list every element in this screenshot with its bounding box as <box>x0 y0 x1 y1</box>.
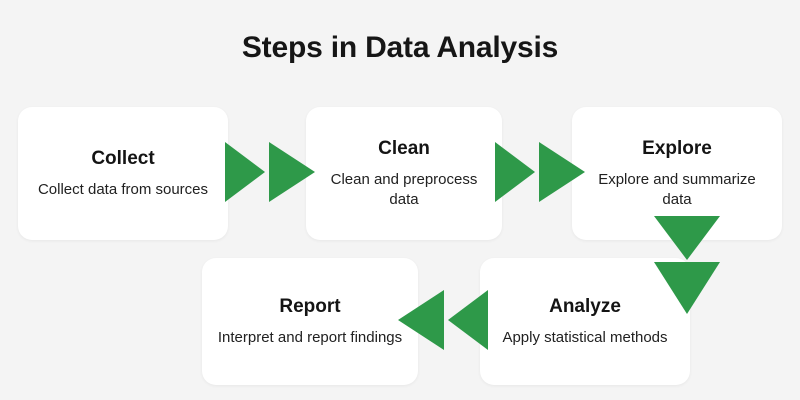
arrow-right-icon-collect-to-clean <box>225 142 315 202</box>
page-title: Steps in Data Analysis <box>241 31 559 64</box>
step-title: Analyze <box>549 296 621 318</box>
arrow-right-icon-clean-to-explore <box>495 142 585 202</box>
step-description: Apply statistical methods <box>502 328 668 346</box>
step-card-collect[interactable]: Collect Collect data from sources <box>18 107 228 240</box>
step-card-report[interactable]: Report Interpret and report findings <box>202 258 418 385</box>
step-description: Collect data from sources <box>37 180 209 198</box>
step-title: Clean <box>378 138 430 160</box>
step-title: Report <box>279 296 341 318</box>
arrow-down-icon-explore-to-analyze <box>654 216 720 314</box>
step-title: Explore <box>642 138 712 160</box>
step-card-analyze[interactable]: Analyze Apply statistical methods <box>480 258 690 385</box>
arrow-left-icon-analyze-to-report <box>398 290 488 350</box>
step-card-clean[interactable]: Clean Clean and preprocess data <box>306 107 502 240</box>
step-description: Interpret and report findings <box>217 328 403 346</box>
step-description: Explore and summarize data <box>598 170 756 208</box>
step-title: Collect <box>91 148 155 170</box>
step-description: Clean and preprocess data <box>330 170 478 208</box>
